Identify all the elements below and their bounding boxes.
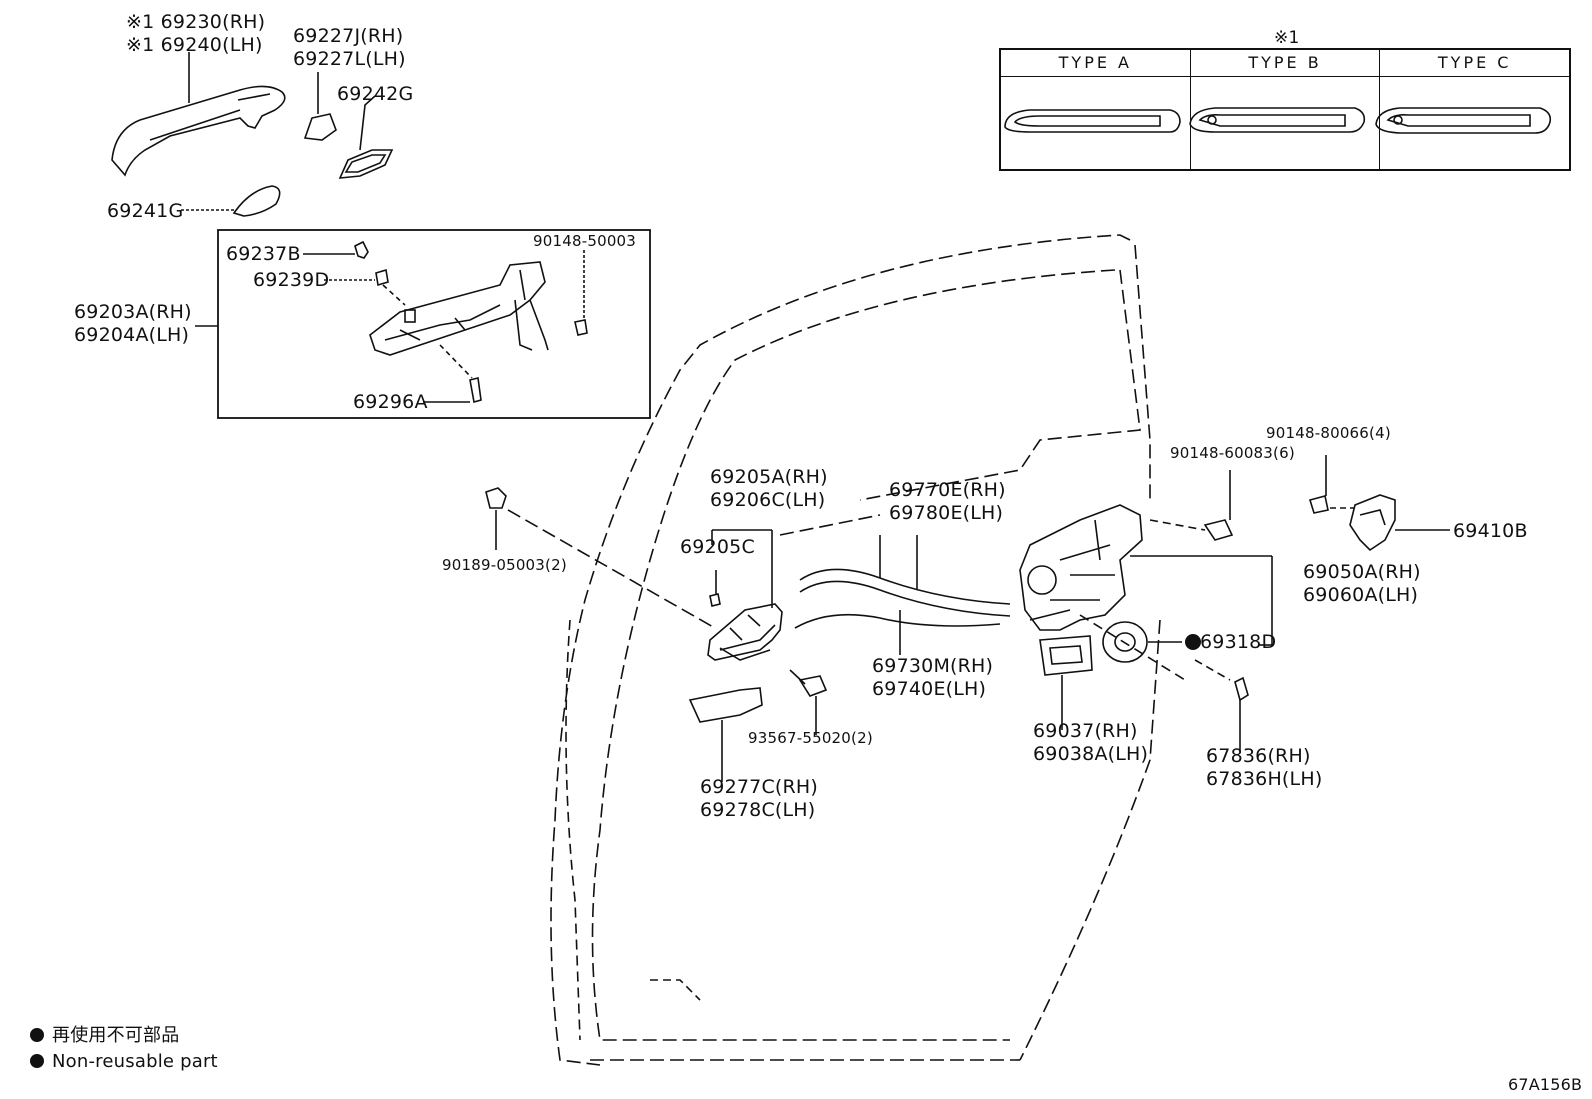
cover-69277c-drawing [688, 687, 763, 723]
seal-67836-drawing [1234, 676, 1249, 702]
part-label-69203A[interactable]: 69203A(RH) [74, 301, 192, 323]
part-label-69227J[interactable]: 69227J(RH) [293, 25, 404, 47]
part-label-69240[interactable]: ※1 69240(LH) [126, 34, 263, 56]
door-outer-outline [550, 234, 1131, 1066]
bolt-90148-80066-drawing [1308, 495, 1329, 514]
part-label-69239D[interactable]: 69239D [253, 269, 330, 291]
part-label-69242G[interactable]: 69242G [337, 83, 414, 105]
type-a-cell: TYPE A [1001, 50, 1191, 169]
bolt-69296a-drawing [469, 377, 482, 404]
legend-en-text: Non-reusable part [52, 1051, 218, 1072]
part-label-69410B[interactable]: 69410B [1453, 520, 1528, 542]
door-pillar-line [565, 619, 581, 1041]
ring-69318d-drawing [1102, 621, 1148, 663]
part-label-69037[interactable]: 69037(RH) [1033, 720, 1138, 742]
part-label-69277C[interactable]: 69277C(RH) [700, 776, 819, 798]
part-label-67836[interactable]: 67836(RH) [1206, 745, 1311, 767]
part-label-69278C[interactable]: 69278C(LH) [700, 799, 816, 821]
part-label-69204A[interactable]: 69204A(LH) [74, 324, 190, 346]
part-label-69296A[interactable]: 69296A [353, 391, 428, 413]
gasket-69242g-drawing [338, 149, 394, 179]
frame-box [217, 229, 651, 419]
type-table-note-mark: ※1 [1274, 28, 1300, 48]
type-table: TYPE A TYPE B TYPE C [999, 48, 1571, 171]
part-label-69230[interactable]: ※1 69230(RH) [126, 11, 266, 33]
frame-assembly-drawing [369, 261, 546, 356]
type-b-label: TYPE B [1190, 50, 1380, 77]
inner-handle-drawing [707, 603, 783, 661]
legend-dot-icon [30, 1054, 44, 1068]
legend-en: Non-reusable part [30, 1050, 218, 1074]
legend-jp-text: 再使用不可部品 [52, 1025, 180, 1046]
bolt-90148-60083-drawing [1203, 519, 1234, 541]
cover-69227-drawing [303, 113, 337, 141]
part-label-69780E[interactable]: 69780E(LH) [889, 502, 1004, 524]
gasket-69241g-drawing [232, 185, 281, 217]
cable-69770e-drawing [799, 568, 1011, 605]
diagram-ref-code: 67A156B [1508, 1075, 1583, 1094]
type-c-handle-drawing [1375, 107, 1552, 134]
type-b-cell: TYPE B [1190, 50, 1381, 169]
part-label-69038A[interactable]: 69038A(LH) [1033, 743, 1149, 765]
part-label-69740E[interactable]: 69740E(LH) [872, 678, 987, 700]
cable-69730m-drawing [794, 613, 1001, 629]
door-rear-edge [1019, 244, 1161, 1061]
type-c-label: TYPE C [1380, 50, 1570, 77]
part-label-69060A[interactable]: 69060A(LH) [1303, 584, 1419, 606]
striker-69410b-drawing [1349, 494, 1396, 552]
part-label-69050A[interactable]: 69050A(RH) [1303, 561, 1421, 583]
screw-69205c-drawing [709, 593, 721, 607]
bolt-93567-drawing [798, 675, 828, 697]
part-label-69205A[interactable]: 69205A(RH) [710, 466, 828, 488]
clip-90189-drawing [485, 487, 507, 509]
part-label-69730M[interactable]: 69730M(RH) [872, 655, 994, 677]
part-label-69205C[interactable]: 69205C [680, 536, 755, 558]
type-c-cell: TYPE C [1380, 50, 1570, 169]
part-label-69227L[interactable]: 69227L(LH) [293, 48, 406, 70]
part-69239d-drawing [375, 268, 389, 287]
bolt-90148-50003-drawing [574, 319, 588, 336]
part-69037-drawing [1039, 635, 1093, 676]
type-b-handle-drawing [1189, 107, 1366, 133]
part-label-93567-55020[interactable]: 93567-55020(2) [748, 729, 873, 747]
part-label-69241G[interactable]: 69241G [107, 200, 184, 222]
part-label-69770E[interactable]: 69770E(RH) [889, 479, 1006, 501]
part-label-90148-50003[interactable]: 90148-50003 [533, 232, 637, 250]
type-a-handle-drawing [1004, 109, 1181, 133]
non-reusable-marker-69318d [1185, 634, 1201, 650]
part-label-67836H[interactable]: 67836H(LH) [1206, 768, 1323, 790]
legend-jp: 再使用不可部品 [30, 1024, 179, 1048]
legend-dot-icon [30, 1028, 44, 1042]
door-window-frame [859, 269, 1141, 501]
part-label-69237B[interactable]: 69237B [226, 243, 301, 265]
type-a-label: TYPE A [1001, 50, 1190, 77]
door-inner-outline [591, 269, 1116, 1041]
door-lock-drawing [1019, 504, 1143, 631]
part-label-90148-60083[interactable]: 90148-60083(6) [1170, 444, 1295, 462]
part-label-90148-80066[interactable]: 90148-80066(4) [1266, 424, 1391, 442]
outer-handle-drawing [111, 85, 286, 177]
part-69237b-drawing [354, 240, 369, 259]
part-label-69206C[interactable]: 69206C(LH) [710, 489, 826, 511]
part-label-90189-05003[interactable]: 90189-05003(2) [442, 556, 567, 574]
part-label-69318D[interactable]: 69318D [1200, 631, 1277, 653]
